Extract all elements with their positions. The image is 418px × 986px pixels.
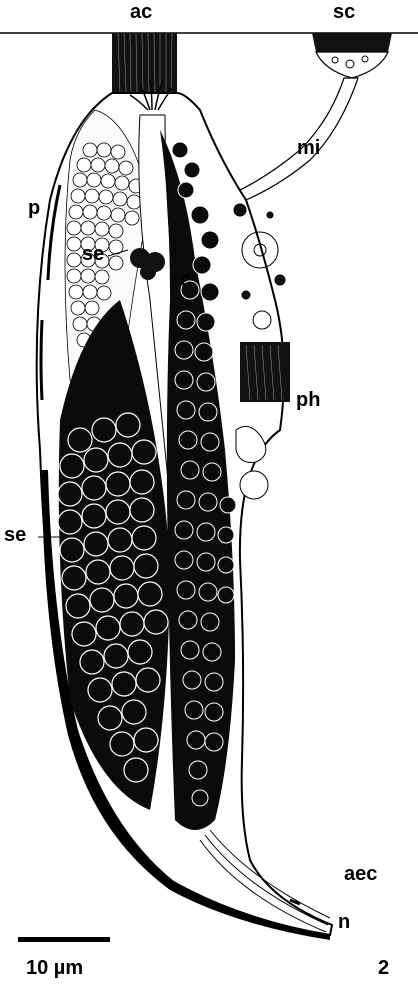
- label-ph: ph: [296, 390, 320, 410]
- label-p: p: [28, 198, 40, 218]
- sc-cap: [312, 33, 392, 78]
- label-c: c: [180, 270, 191, 290]
- label-ac: ac: [130, 2, 152, 22]
- figure-number: 2: [378, 958, 389, 978]
- label-n: n: [338, 912, 350, 932]
- apical-canal: [112, 33, 177, 93]
- scale-bar: [18, 937, 110, 942]
- label-sc: sc: [333, 2, 355, 22]
- label-se-upper: se: [82, 244, 104, 264]
- label-se-lower: se: [4, 525, 26, 545]
- label-aec: aec: [344, 864, 377, 884]
- label-mi: mi: [297, 138, 320, 158]
- scale-bar-label: 10 µm: [26, 958, 83, 978]
